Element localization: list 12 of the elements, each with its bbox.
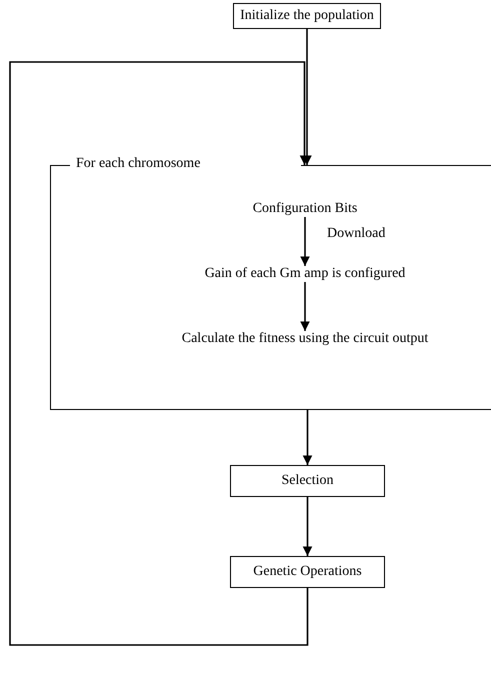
arrow: [300, 217, 310, 266]
arrow: [302, 497, 312, 556]
arrow: [300, 282, 310, 331]
arrow: [302, 410, 312, 465]
arrow: [9, 61, 310, 646]
process-box: Selection: [230, 465, 385, 497]
step-text: Gain of each Gm amp is configured: [202, 266, 408, 282]
loop-heading: For each chromosome: [76, 156, 200, 172]
step-text: Calculate the fitness using the circuit output: [180, 331, 430, 347]
process-box: Genetic Operations: [230, 556, 385, 588]
process-box: Initialize the population: [233, 3, 381, 29]
step-text: Configuration Bits: [250, 201, 360, 217]
